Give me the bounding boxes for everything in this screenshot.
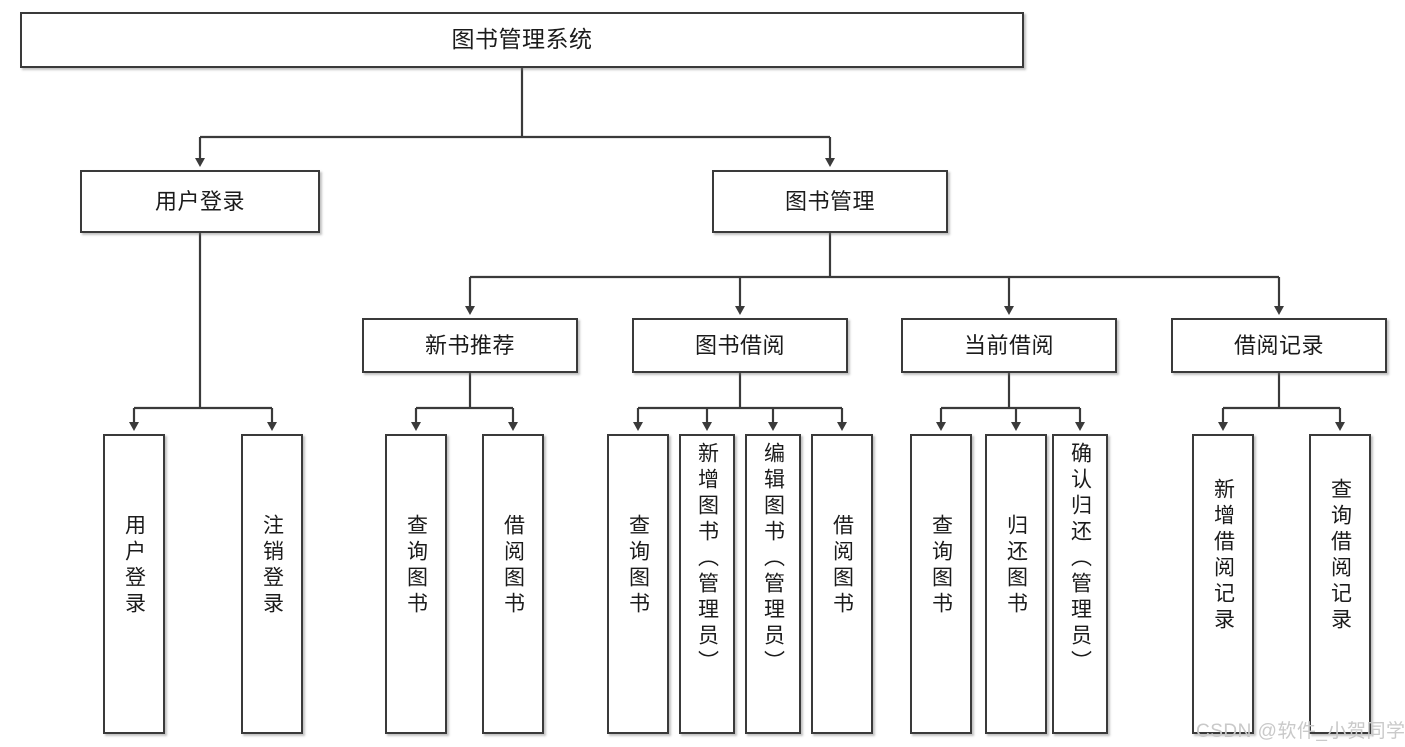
node-label: 归还图书: [1004, 514, 1028, 618]
node-label: 编辑图书（管理员）: [761, 442, 785, 676]
node-label: 图书借阅: [694, 332, 785, 358]
node-leaf-query-book-borrow[interactable]: 查询图书: [607, 434, 669, 734]
node-root[interactable]: 图书管理系统: [20, 12, 1024, 68]
node-label: 查询图书: [404, 514, 428, 618]
node-label: 当前借阅: [963, 332, 1054, 358]
node-leaf-edit-book[interactable]: 编辑图书（管理员）: [745, 434, 801, 734]
node-book-borrow[interactable]: 图书借阅: [632, 318, 848, 373]
node-label: 查询图书: [626, 514, 650, 618]
node-label: 注销登录: [260, 514, 284, 618]
watermark: CSDN @软件_小贺同学: [1196, 721, 1405, 742]
node-label: 借阅记录: [1233, 332, 1324, 358]
node-label: 查询图书: [929, 514, 953, 618]
node-leaf-return-book[interactable]: 归还图书: [985, 434, 1047, 734]
node-leaf-borrow-book[interactable]: 借阅图书: [811, 434, 873, 734]
node-label: 借阅图书: [830, 514, 854, 618]
node-label: 新书推荐: [424, 332, 515, 358]
node-label: 确认归还（管理员）: [1068, 442, 1092, 676]
node-new-book-recommend[interactable]: 新书推荐: [362, 318, 578, 373]
node-leaf-query-book-current[interactable]: 查询图书: [910, 434, 972, 734]
node-leaf-query-borrow-record[interactable]: 查询借阅记录: [1309, 434, 1371, 734]
node-leaf-query-book-recommend[interactable]: 查询图书: [385, 434, 447, 734]
node-label: 图书管理系统: [451, 26, 593, 53]
node-label: 用户登录: [154, 188, 245, 214]
node-label: 新增借阅记录: [1211, 478, 1235, 634]
node-leaf-user-logout[interactable]: 注销登录: [241, 434, 303, 734]
node-leaf-confirm-return[interactable]: 确认归还（管理员）: [1052, 434, 1108, 734]
node-book-manage[interactable]: 图书管理: [712, 170, 948, 233]
node-current-borrow[interactable]: 当前借阅: [901, 318, 1117, 373]
node-leaf-add-borrow-record[interactable]: 新增借阅记录: [1192, 434, 1254, 734]
node-label: 用户登录: [122, 514, 146, 618]
node-borrow-record[interactable]: 借阅记录: [1171, 318, 1387, 373]
node-leaf-borrow-book-recommend[interactable]: 借阅图书: [482, 434, 544, 734]
node-label: 新增图书（管理员）: [695, 442, 719, 676]
node-label: 借阅图书: [501, 514, 525, 618]
node-user-login[interactable]: 用户登录: [80, 170, 320, 233]
node-leaf-user-login[interactable]: 用户登录: [103, 434, 165, 734]
node-label: 查询借阅记录: [1328, 478, 1352, 634]
node-label: 图书管理: [784, 188, 875, 214]
node-leaf-add-book[interactable]: 新增图书（管理员）: [679, 434, 735, 734]
